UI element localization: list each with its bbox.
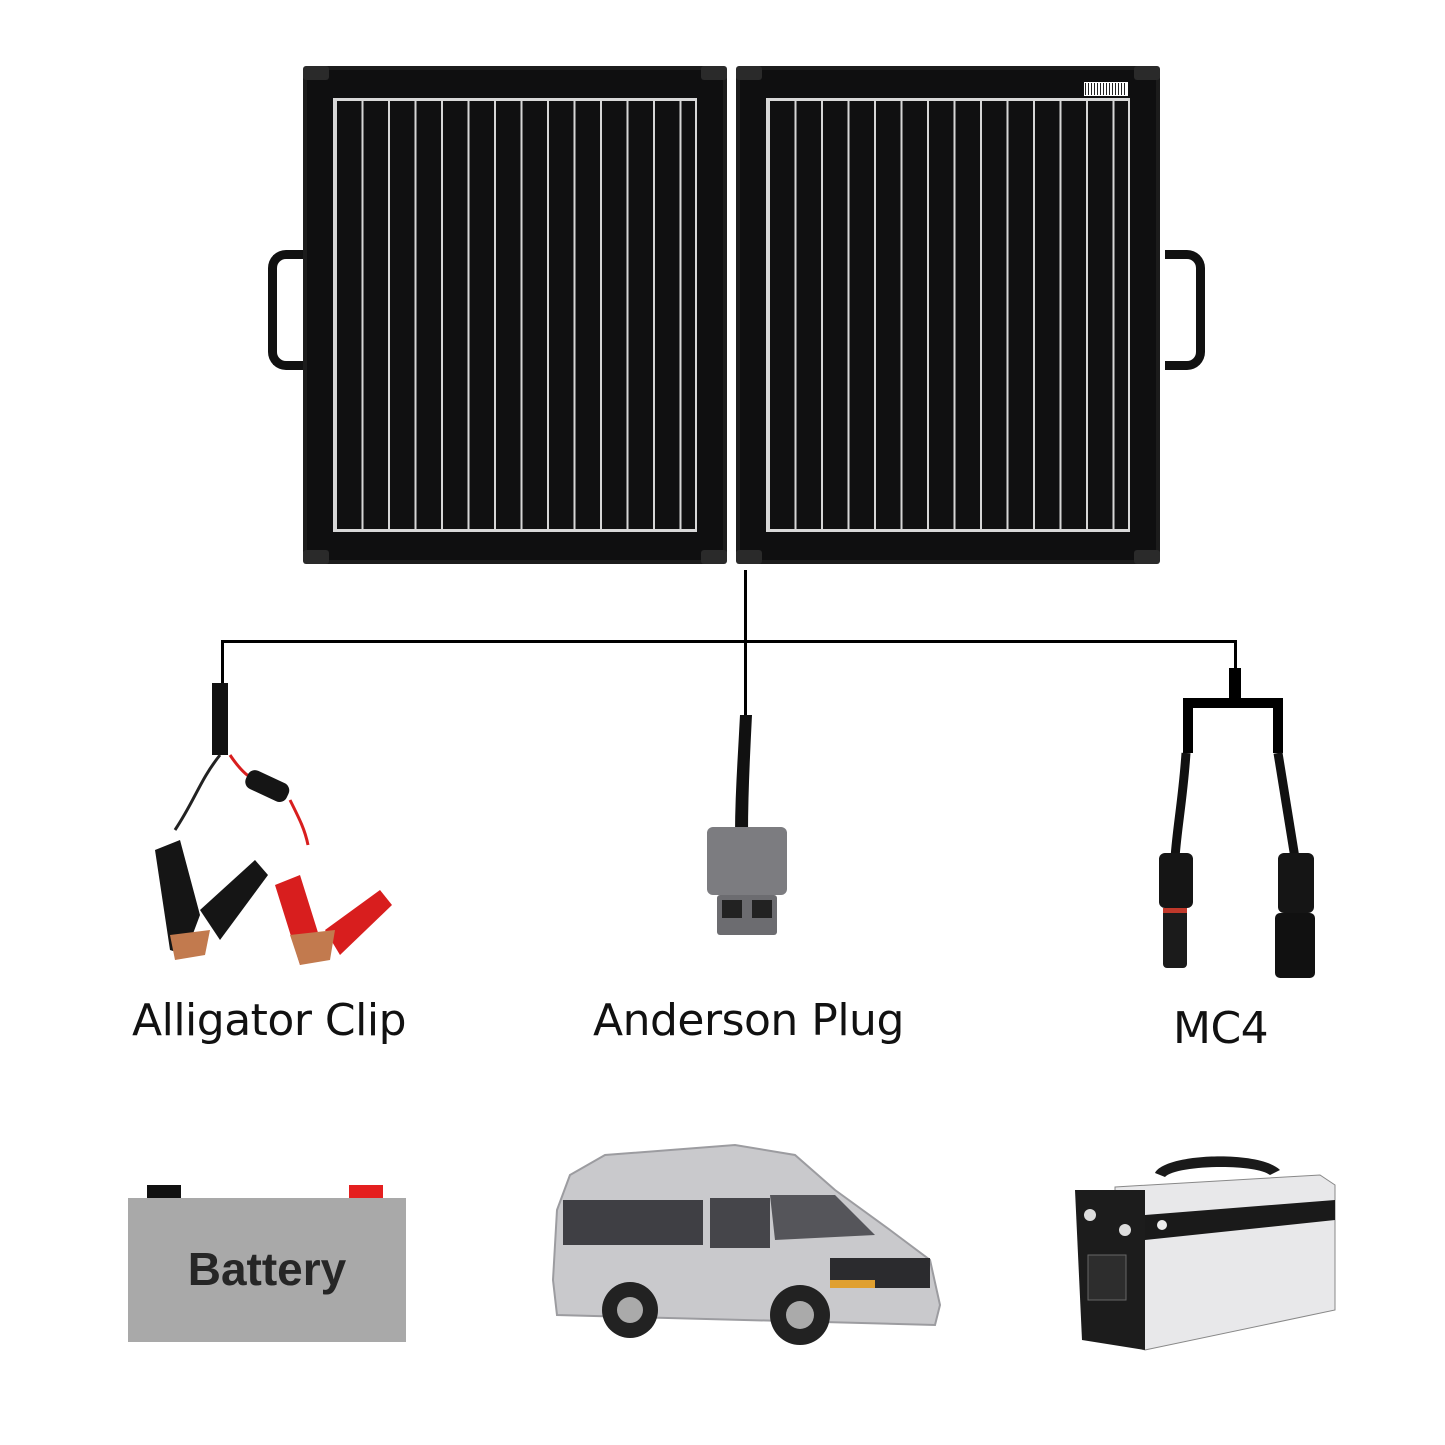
alligator-clip-icon	[155, 683, 392, 965]
battery-positive-terminal	[349, 1185, 383, 1199]
solar-panel-right	[736, 66, 1160, 564]
corner-guard	[736, 66, 762, 80]
corner-guard	[303, 550, 329, 564]
barcode-label	[1084, 82, 1128, 96]
distribution-wire	[221, 640, 1237, 643]
connector-label-alligator: Alligator Clip	[132, 995, 407, 1046]
battery-negative-terminal	[147, 1185, 181, 1199]
corner-guard	[303, 66, 329, 80]
carry-handle-left	[268, 250, 308, 370]
connector-label-mc4: MC4	[1173, 1003, 1269, 1054]
corner-guard	[701, 550, 727, 564]
drop-wire-left	[221, 640, 224, 685]
power-station-icon	[1075, 1156, 1336, 1351]
mc4-connector-icon	[1159, 668, 1315, 978]
anderson-plug-icon	[707, 715, 787, 935]
corner-guard	[1134, 550, 1160, 564]
connector-label-anderson: Anderson Plug	[593, 995, 904, 1046]
corner-guard	[736, 550, 762, 564]
solar-cells	[766, 98, 1130, 532]
battery-label: Battery	[187, 1243, 347, 1295]
carry-handle-right	[1165, 250, 1205, 370]
solar-cells	[333, 98, 697, 532]
drop-wire-right	[1234, 640, 1237, 670]
corner-guard	[701, 66, 727, 80]
camper-van-icon	[551, 1143, 942, 1345]
trunk-wire	[744, 570, 747, 718]
corner-guard	[1134, 66, 1160, 80]
battery: Battery	[128, 1198, 406, 1342]
solar-panel-left	[303, 66, 727, 564]
